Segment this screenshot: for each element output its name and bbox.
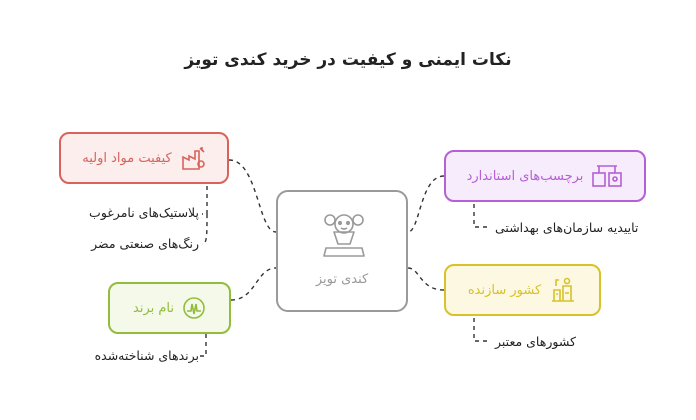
sub-item-known-brands: برندهای شناخته‌شده <box>94 348 199 363</box>
connector-brand <box>230 267 277 301</box>
diagram-title: نکات ایمنی و کیفیت در خرید کندی تویز <box>184 50 512 70</box>
sub-item-plastics: پلاستیک‌های نامرغوب <box>89 205 199 220</box>
branch-country-label: کشور سازنده <box>467 282 542 298</box>
connector-sub-4 <box>473 204 488 228</box>
branch-brand[interactable]: نام برند <box>108 282 231 334</box>
factory-icon <box>181 147 205 170</box>
branch-labels[interactable]: برچسب‌های استاندارد <box>444 150 646 202</box>
branch-quality[interactable]: کیفیت مواد اولیه <box>59 132 229 184</box>
connector-quality <box>228 159 277 233</box>
sub-item-dyes: رنگ‌های صنعتی مضر <box>91 236 199 251</box>
center-label: کندی تویز <box>315 272 369 287</box>
branch-brand-label: نام برند <box>133 300 174 316</box>
connector-sub-2 <box>201 213 208 245</box>
connector-labels <box>407 175 445 233</box>
connector-sub-1 <box>202 186 208 215</box>
center-node: کندی تویز <box>276 190 408 312</box>
sub-item-reputable-countries: کشورهای معتبر <box>495 334 576 349</box>
candy-toy-icon <box>323 214 365 257</box>
brand-badge-icon <box>183 297 205 319</box>
branch-labels-label: برچسب‌های استاندارد <box>466 168 584 184</box>
label-tag-icon <box>592 165 623 187</box>
sub-item-health-approval: تاییدیه سازمان‌های بهداشتی <box>495 220 639 235</box>
branch-quality-label: کیفیت مواد اولیه <box>82 150 172 166</box>
connector-sub-3 <box>200 326 207 357</box>
connector-sub-5 <box>473 318 488 342</box>
branch-country[interactable]: کشور سازنده <box>444 264 601 316</box>
connector-country <box>407 267 445 291</box>
manufacturing-icon <box>552 277 575 302</box>
